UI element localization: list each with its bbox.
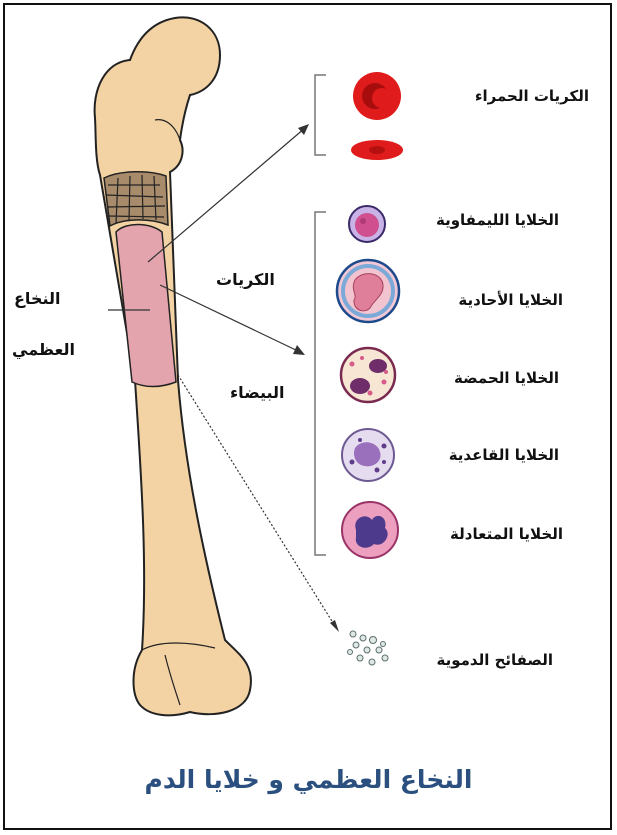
eosinophil-cell (341, 348, 395, 402)
spongy-bone (104, 172, 168, 226)
brackets (315, 75, 326, 555)
label-monocytes: الخلايا الأحادية (458, 291, 563, 309)
neutrophil-cell (342, 502, 398, 558)
label-eosinophils: الخلايا الحمضة (454, 369, 559, 387)
label-marrow-line1: النخاع (14, 289, 61, 308)
platelets-cluster (348, 631, 389, 665)
label-wbc-line1: الكريات (216, 270, 275, 289)
label-platelets: الصفائح الدموية (436, 651, 553, 669)
label-wbc-line2: البيضاء (230, 383, 285, 402)
label-marrow-line2: العظمي (12, 340, 75, 359)
label-neutrophils: الخلايا المتعادلة (450, 525, 563, 543)
lymphocyte-cell (349, 206, 385, 242)
diagram-caption: النخاع العظمي و خلايا الدم (0, 765, 617, 794)
basophil-cell (342, 429, 394, 481)
label-red-cells: الكريات الحمراء (475, 87, 589, 105)
arrow-heads (293, 124, 339, 632)
red-blood-cells (351, 72, 403, 160)
label-lymphocytes: الخلايا الليمفاوية (436, 211, 559, 229)
monocyte-cell (337, 260, 399, 322)
label-basophils: الخلايا القاعدية (449, 446, 559, 464)
